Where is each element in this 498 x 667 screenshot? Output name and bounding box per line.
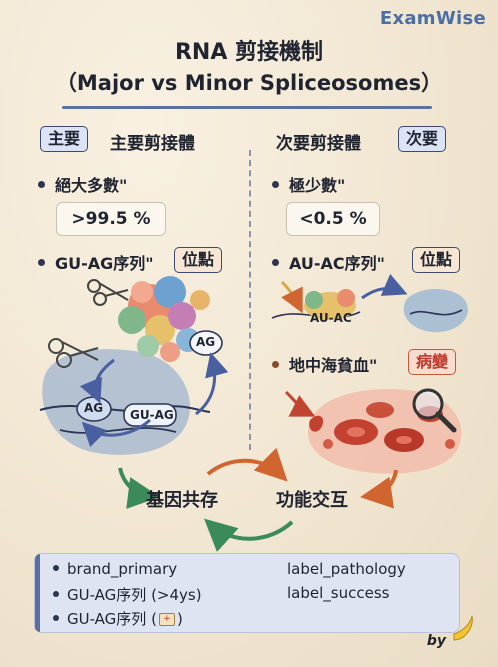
minor-bullet-minority: 極少數" [272,172,345,196]
minor-bullet-disease: 地中海貧血" [272,352,377,376]
title-divider [62,106,432,109]
cycle-arrows [118,447,398,552]
major-heading: 主要剪接體 [110,134,195,154]
page-title: RNA 剪接機制 [174,40,324,65]
brand-logo: ExamWise [379,8,486,29]
flow-gene-coexistence: 基因共存 [146,490,218,511]
column-divider [249,150,251,450]
legend-item: label_success [287,584,390,602]
minor-bullet-sequence: AU-AC序列" [272,250,385,274]
diagram-label-gu-ag: GU-AG [130,408,174,422]
legend-accent-bar [35,554,40,632]
legend-item: label_pathology [287,560,406,578]
legend-item: brand_primary [53,560,177,578]
major-site-tag: 位點 [174,247,223,273]
legend-item: GU-AG序列 (>4ys) [53,584,202,605]
major-bullet-sequence: GU-AG序列" [38,250,154,274]
major-percentage: >99.5 % [56,202,166,236]
major-tag: 主要 [40,126,89,152]
byline: by [426,633,446,649]
pathology-tag: 病變 [408,349,457,375]
bullet-dot-icon [53,564,59,571]
minor-percentage: <0.5 % [286,202,380,236]
spliceosome-complex-icon [118,276,210,362]
minor-tag: 次要 [398,126,447,152]
minor-heading: 次要剪接體 [276,134,361,154]
magnifier-icon [412,388,457,433]
scissors-icon [87,279,129,306]
bullet-dot-icon [53,590,59,597]
page-subtitle: （Major vs Minor Spliceosomes） [55,71,443,95]
scissors-icon [48,338,99,368]
legend-item: GU-AG序列 (+) [53,608,183,629]
minor-splice-diagram [271,273,468,333]
diagram-label-ag: AG [84,401,104,415]
flow-functional-interaction: 功能交互 [276,490,348,511]
major-bullet-majority: 絕大多數" [38,172,127,196]
medical-kit-icon: + [158,613,175,626]
diagram-label-au-ac: AU-AC [310,311,352,325]
banana-icon [453,615,473,641]
diagram-label-ag: AG [196,335,216,349]
legend-box: brand_primary GU-AG序列 (>4ys) GU-AG序列 (+)… [34,553,460,633]
bullet-dot-icon [53,614,59,621]
major-splice-diagram [39,276,229,455]
minor-site-tag: 位點 [412,247,461,273]
